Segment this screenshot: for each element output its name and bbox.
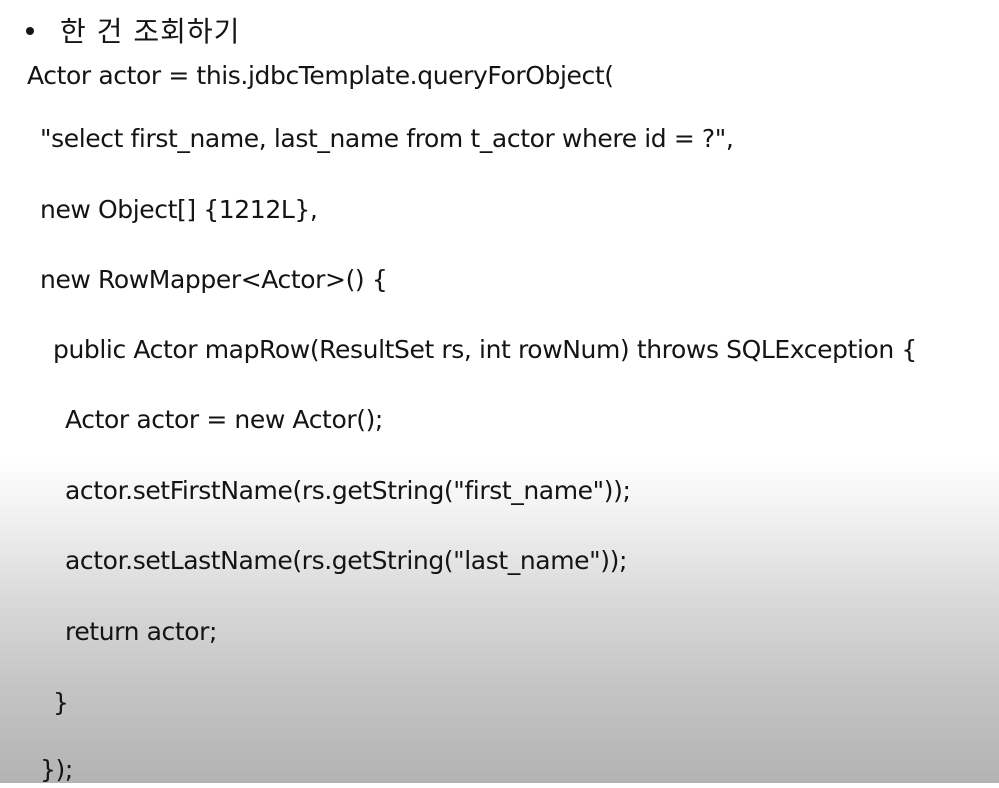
code-line: actor.setLastName(rs.getString("last_nam… xyxy=(65,546,627,575)
slide-heading: 한 건 조회하기 xyxy=(26,10,240,50)
bullet-icon xyxy=(26,27,34,35)
code-line: }); xyxy=(40,755,73,784)
code-line: Actor actor = this.jdbcTemplate.queryFor… xyxy=(27,61,614,90)
code-line: actor.setFirstName(rs.getString("first_n… xyxy=(65,476,631,505)
code-line: new RowMapper<Actor>() { xyxy=(40,265,388,294)
code-line: new Object[] {1212L}, xyxy=(40,195,318,224)
code-line: return actor; xyxy=(65,617,218,646)
code-line: "select first_name, last_name from t_act… xyxy=(40,124,734,153)
code-line: Actor actor = new Actor(); xyxy=(65,405,383,434)
code-line: } xyxy=(53,688,69,717)
code-line: public Actor mapRow(ResultSet rs, int ro… xyxy=(53,335,917,364)
heading-text: 한 건 조회하기 xyxy=(60,15,241,48)
